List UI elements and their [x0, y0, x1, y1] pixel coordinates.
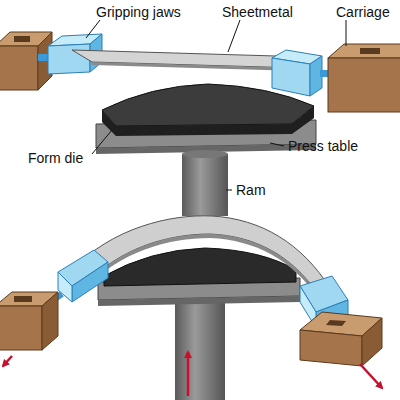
carriage-right: [300, 312, 382, 366]
part-label: Press table: [288, 138, 358, 154]
carriage-left: [0, 32, 52, 90]
part-label: Carriage: [336, 4, 390, 20]
gripping-jaw-left: [58, 250, 108, 302]
carriage-left: [0, 292, 58, 350]
sheetmetal: [72, 50, 300, 71]
part-label: Ram: [236, 182, 266, 198]
part-label: Gripping jaws: [96, 4, 181, 20]
sheetmetal: [72, 216, 330, 298]
gripping-jaw-right: [272, 50, 322, 96]
carriage-right: [328, 44, 400, 112]
form-die: [102, 84, 314, 136]
part-label: Sheetmetal: [222, 4, 293, 20]
ram: [175, 300, 225, 400]
part-label: Form die: [28, 150, 83, 166]
ram: [182, 150, 228, 216]
motion-arrows: [3, 352, 382, 396]
leader-lines: [86, 20, 346, 190]
